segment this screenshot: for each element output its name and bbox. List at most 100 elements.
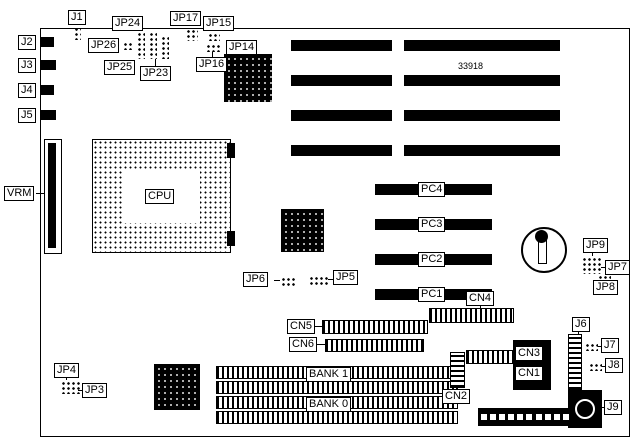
jp3-jp4-header: [60, 380, 80, 394]
label-jp26: JP26: [88, 38, 120, 53]
power-pin: [535, 414, 542, 420]
label-pc2: PC2: [418, 252, 446, 267]
jp14-header: [205, 43, 222, 52]
label-bank1: BANK 1: [306, 367, 352, 382]
part-number: 33918: [458, 61, 484, 71]
label-cn1: CN1: [515, 366, 544, 381]
leader-line: [592, 252, 593, 256]
label-jp6: JP6: [243, 272, 268, 287]
label-cpu: CPU: [145, 189, 175, 204]
isa-slot-3-left: [291, 110, 392, 121]
leader-line: [328, 279, 333, 280]
battery-key-knob: [535, 230, 548, 243]
leader-line: [480, 305, 481, 308]
vrm-connector-bar: [48, 143, 56, 248]
j3-connector: [40, 60, 56, 70]
jp23-header: [160, 35, 169, 59]
power-connector: [478, 408, 572, 426]
label-j4: J4: [18, 83, 36, 98]
jp25-header: [148, 31, 157, 59]
label-jp24: JP24: [112, 16, 144, 31]
cpu-socket-tab-bottom: [227, 231, 235, 246]
cn3-connector: [466, 350, 518, 364]
power-pin: [490, 414, 497, 420]
leader-line: [212, 52, 213, 57]
label-pc4: PC4: [418, 182, 446, 197]
label-jp9: JP9: [583, 238, 608, 253]
label-cn3: CN3: [515, 346, 544, 361]
j2-connector: [40, 37, 54, 47]
simm-socket-bank1-b: [216, 381, 458, 394]
jp9-header: [581, 256, 603, 274]
jp17-header: [185, 28, 198, 41]
leader-line: [601, 267, 605, 268]
leader-line: [155, 59, 156, 66]
jp24-header: [136, 31, 145, 59]
power-pin: [499, 414, 506, 420]
j1-header: [73, 26, 81, 40]
j7-header: [584, 342, 598, 351]
isa-slot-4-right: [404, 145, 560, 156]
isa-slot-1-left: [291, 40, 392, 51]
cn5-connector: [322, 320, 428, 334]
leader-line: [274, 280, 280, 281]
power-pin: [508, 414, 515, 420]
keyboard-connector-ring: [575, 399, 595, 419]
label-jp14: JP14: [226, 40, 258, 55]
label-j1: J1: [68, 10, 86, 25]
label-jp15: JP15: [203, 16, 235, 31]
isa-slot-4-left: [291, 145, 392, 156]
label-jp7: JP7: [605, 260, 630, 275]
leader-line: [78, 390, 82, 391]
isa-slot-2-left: [291, 75, 392, 86]
cn6-connector: [325, 339, 424, 352]
label-jp16: JP16: [196, 57, 228, 72]
j6-connector: [568, 334, 582, 390]
label-jp25: JP25: [104, 60, 136, 75]
label-bank0: BANK 0: [306, 397, 352, 412]
label-j8: J8: [605, 358, 623, 373]
isa-slot-1-right: [404, 40, 560, 51]
power-pin: [481, 414, 488, 420]
power-pin: [562, 414, 569, 420]
leader-line: [36, 193, 44, 194]
leader-line: [66, 377, 67, 380]
label-jp17: JP17: [170, 11, 202, 26]
leader-line: [578, 331, 579, 334]
label-cn2: CN2: [442, 389, 471, 404]
power-pin: [553, 414, 560, 420]
power-pin: [544, 414, 551, 420]
leader-line: [600, 407, 604, 408]
j8-header: [588, 362, 602, 371]
label-cn5: CN5: [287, 319, 316, 334]
jp15-header: [207, 32, 220, 41]
label-jp3: JP3: [82, 383, 107, 398]
label-cn6: CN6: [289, 337, 318, 352]
cn2-connector: [450, 352, 465, 388]
label-j3: J3: [18, 58, 36, 73]
j4-connector: [40, 85, 54, 95]
label-jp23: JP23: [140, 66, 172, 81]
leader-line: [316, 344, 325, 345]
isa-slot-2-right: [404, 75, 560, 86]
leader-line: [456, 386, 457, 389]
jp26-header: [122, 41, 134, 50]
simm-socket-bank0-b: [216, 411, 458, 424]
j5-connector: [40, 110, 56, 120]
power-pin: [517, 414, 524, 420]
chipset-chip-middle: [281, 209, 324, 252]
label-cn4: CN4: [466, 291, 495, 306]
label-j7: J7: [601, 338, 619, 353]
label-j2: J2: [18, 35, 36, 50]
label-vrm: VRM: [4, 186, 35, 201]
leader-line: [314, 326, 322, 327]
chipset-chip-bottom: [154, 364, 200, 410]
jp6-header: [280, 276, 296, 286]
label-jp8: JP8: [593, 280, 618, 295]
label-j5: J5: [18, 108, 36, 123]
jp5-header: [308, 275, 328, 285]
battery-key-stem: [538, 240, 547, 264]
label-jp4: JP4: [54, 363, 79, 378]
chipset-chip-top: [224, 54, 272, 102]
